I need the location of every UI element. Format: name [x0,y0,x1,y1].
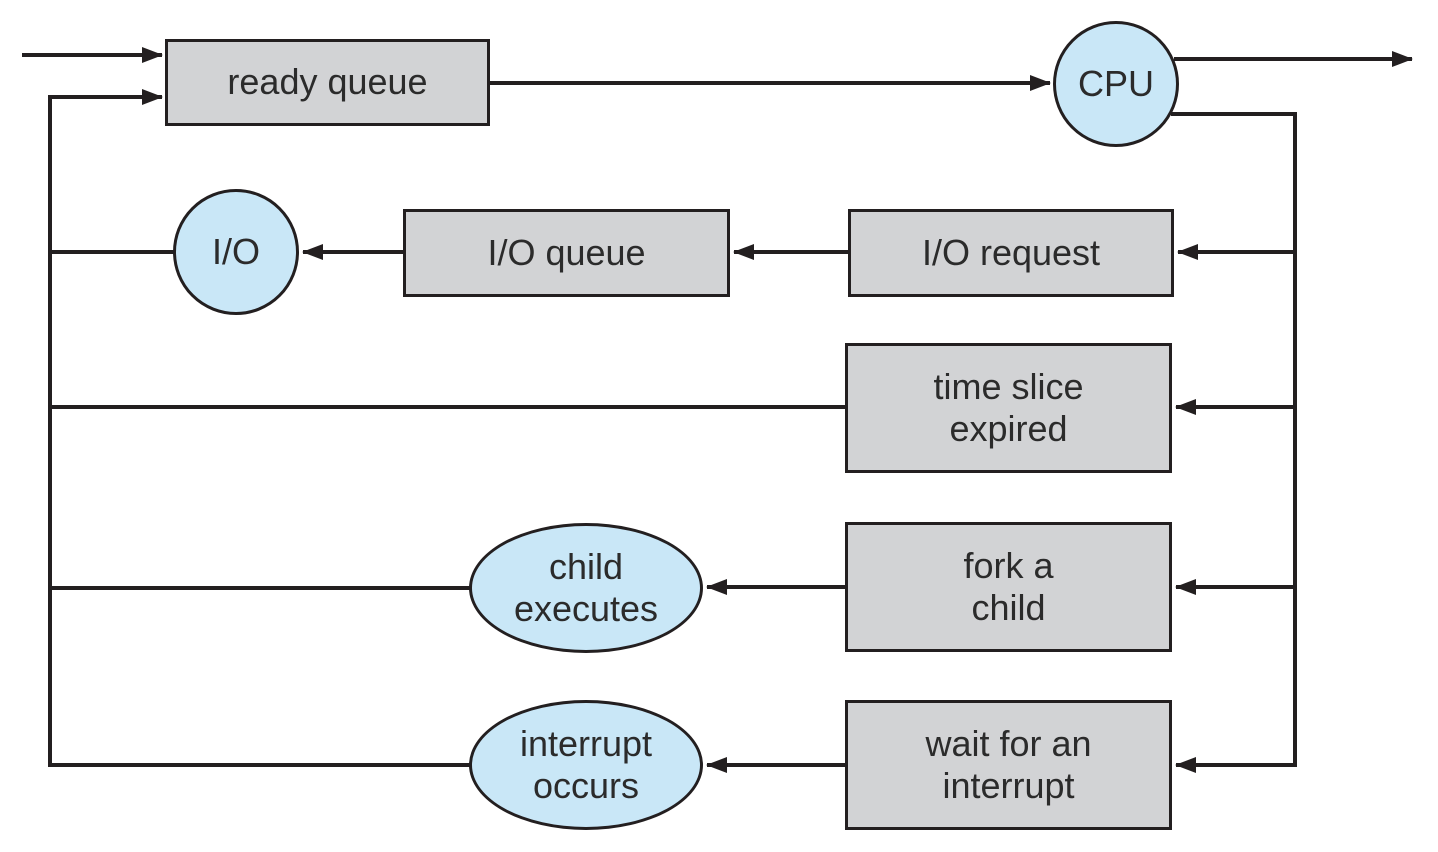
fork-a-child-box: fork a child [845,522,1172,652]
ready-queue-box: ready queue [165,39,490,126]
io-request-box: I/O request [848,209,1174,297]
io-queue-box: I/O queue [403,209,730,297]
distribution-trunk-right [1171,112,1297,773]
cpu-circle: CPU [1053,21,1179,147]
feedback-trunk-left [48,89,470,767]
time-slice-expired-box: time slice expired [845,343,1172,473]
interrupt-occurs-ellipse: interrupt occurs [469,700,703,830]
child-executes-ellipse: child executes [469,523,703,653]
io-circle: I/O [173,189,299,315]
wait-for-interrupt-box: wait for an interrupt [845,700,1172,830]
